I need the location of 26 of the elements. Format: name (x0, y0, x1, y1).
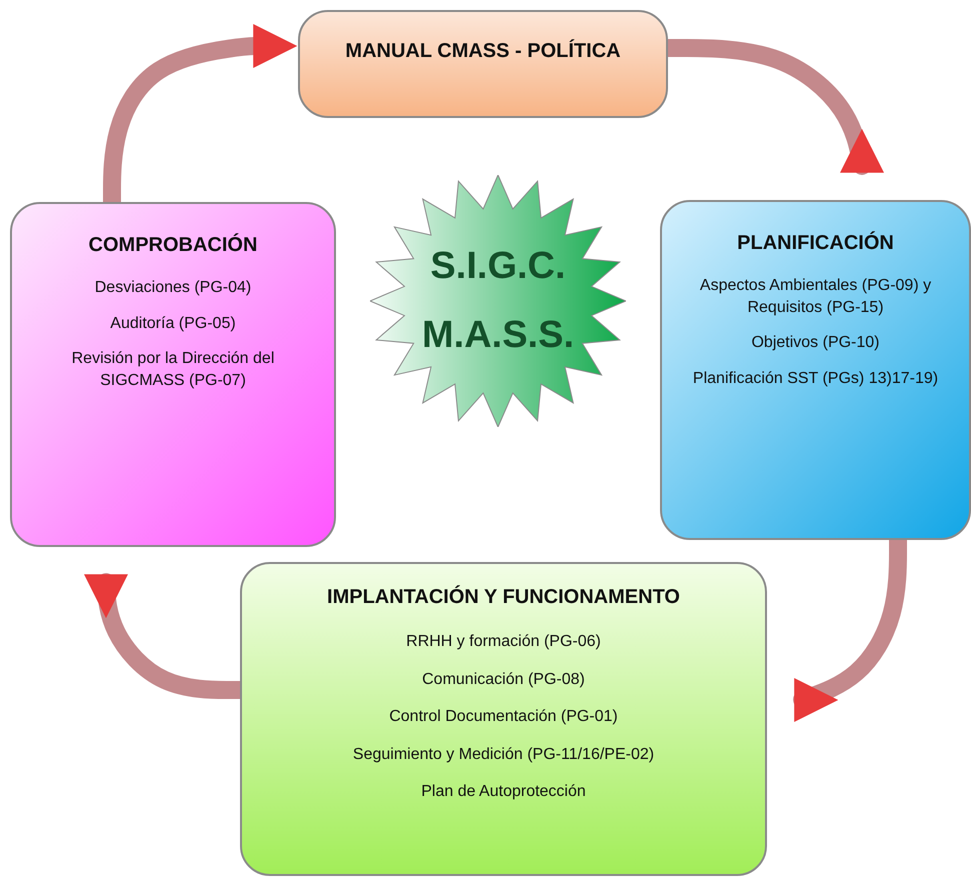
star-label: M.A.S.S. (422, 313, 574, 358)
procedure-item: Plan de Autoprotección (421, 782, 586, 802)
box-heading: MANUAL CMASS - POLÍTICA (345, 38, 621, 64)
box-heading: COMPROBACIÓN (88, 232, 258, 258)
curved-arrow (794, 540, 907, 722)
rounded-box (240, 562, 767, 876)
star-label: S.I.G.C. (430, 244, 566, 289)
curved-arrow (668, 39, 884, 174)
procedure-item: Objetivos (PG-10) (751, 333, 880, 354)
procedure-item: Aspectos Ambientales (PG-09) y Requisitos (PG-15) (698, 276, 932, 318)
rounded-box (298, 10, 668, 118)
procedure-item: Comunicación (PG-08) (422, 670, 585, 690)
curved-arrow (84, 574, 240, 699)
procedure-item: Desviaciones (PG-04) (94, 278, 252, 298)
box-heading: IMPLANTACIÓN Y FUNCIONAMENTO (327, 584, 680, 610)
procedure-item: Seguimiento y Medición (PG-11/16/PE-02) (352, 744, 654, 765)
star-shape (370, 175, 626, 427)
curved-arrow (103, 24, 298, 202)
procedure-item: Auditoría (PG-05) (110, 314, 236, 334)
box-heading: PLANIFICACIÓN (737, 230, 894, 256)
procedure-item: Control Documentación (PG-01) (389, 707, 618, 728)
rounded-box (660, 200, 971, 540)
procedure-item: Planificación SST (PGs) 13)17-19) (692, 368, 938, 389)
procedure-item: RRHH y formación (PG-06) (406, 632, 601, 652)
rounded-box (10, 202, 336, 547)
procedure-item: Revisión por la Dirección del SIGCMASS (PG-07) (70, 349, 276, 391)
